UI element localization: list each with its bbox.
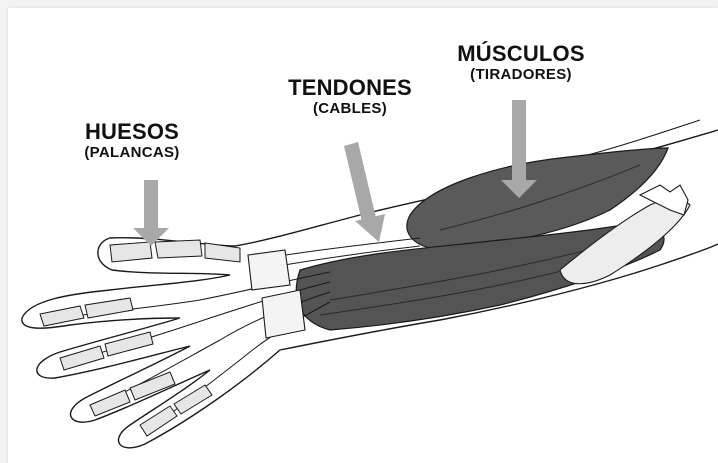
muscles-arrow xyxy=(501,100,537,198)
bones-subtitle: (PALANCAS) xyxy=(72,144,192,162)
muscles-title: MÚSCULOS xyxy=(436,42,606,66)
tendons-title: TENDONES xyxy=(270,76,430,100)
bones-label: HUESOS (PALANCAS) xyxy=(72,120,192,162)
bones-arrow xyxy=(133,180,169,246)
anatomy-figure: HUESOS (PALANCAS) TENDONES (CABLES) MÚSC… xyxy=(8,8,718,463)
muscles-subtitle: (TIRADORES) xyxy=(436,66,606,84)
muscles-label: MÚSCULOS (TIRADORES) xyxy=(436,42,606,84)
wrist-band-upper xyxy=(248,250,290,290)
bones-title: HUESOS xyxy=(72,120,192,144)
tendons-label: TENDONES (CABLES) xyxy=(270,76,430,118)
tendons-subtitle: (CABLES) xyxy=(270,100,430,118)
wrist-band-lower xyxy=(262,290,305,338)
